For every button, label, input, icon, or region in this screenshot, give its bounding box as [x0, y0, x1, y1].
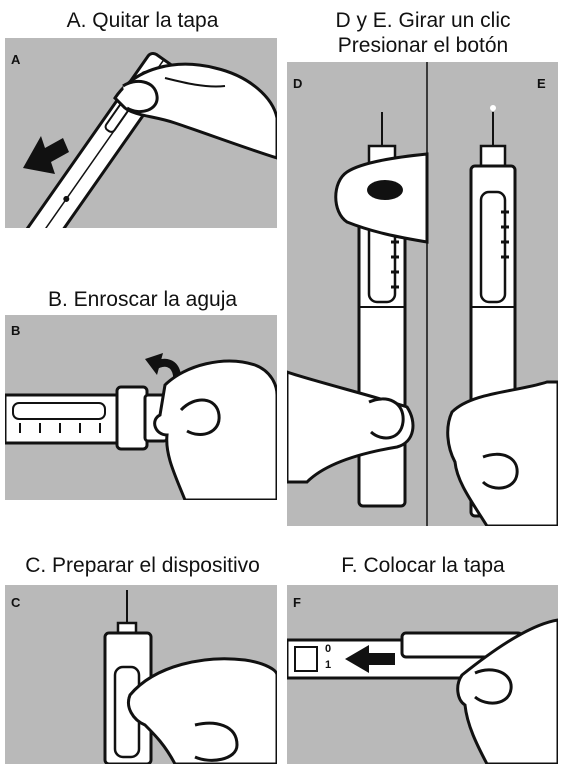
illustration-put-cap	[287, 618, 558, 764]
panel-letter-f: F	[293, 595, 301, 610]
scale-label-1: 1	[325, 659, 332, 671]
title-step-f: F. Colocar la tapa	[341, 554, 505, 577]
title-step-b: B. Enroscar la aguja	[47, 288, 238, 311]
panel-letter-c: C	[11, 595, 21, 610]
illustration-dial-and-press	[287, 62, 558, 526]
panel-step-c: C	[5, 585, 277, 764]
panel-step-a: A	[5, 38, 277, 228]
panel-step-f: F 0 1	[287, 585, 558, 764]
panel-step-b: B	[5, 315, 277, 500]
title-step-c: C. Preparar el dispositivo	[25, 554, 260, 577]
arrow-left-icon	[345, 645, 395, 673]
panel-letter-a: A	[11, 52, 21, 67]
illustration-remove-cap	[20, 51, 277, 228]
title-step-de-line2: Presionar el botón	[337, 34, 509, 57]
illustration-prepare-device	[103, 590, 277, 764]
panel-letter-d: D	[293, 76, 303, 91]
panel-step-de: D E	[287, 62, 558, 526]
scale-label-0: 0	[325, 643, 332, 655]
title-step-a: A. Quitar la tapa	[66, 9, 219, 32]
arrow-up-icon	[23, 136, 69, 174]
title-step-de-line1: D y E. Girar un clic	[335, 9, 511, 32]
panel-letter-e: E	[537, 76, 546, 91]
panel-letter-b: B	[11, 323, 21, 338]
illustration-screw-needle	[5, 353, 277, 500]
